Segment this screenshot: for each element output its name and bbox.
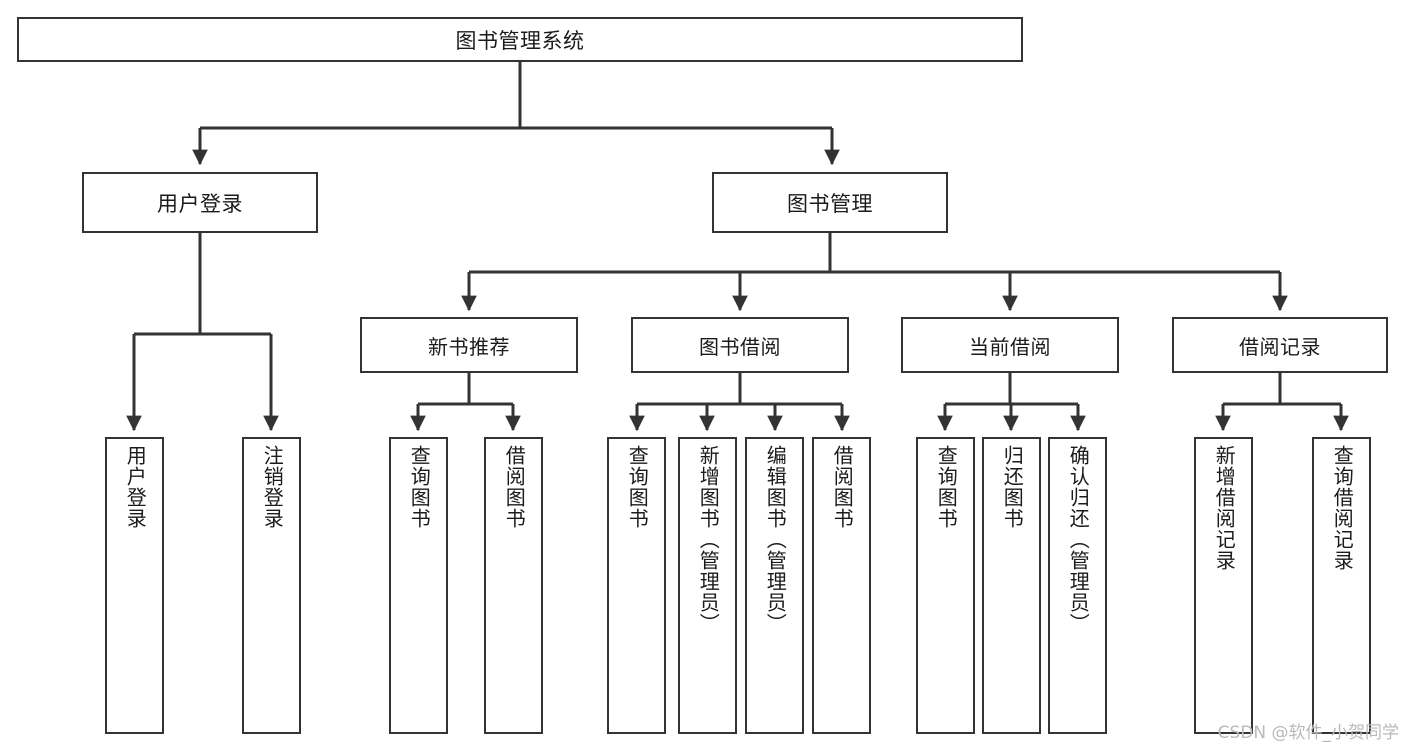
leaf-book-borrow-edit[interactable]: 编辑图书（管理员） [745, 437, 804, 734]
node-book-management[interactable]: 图书管理 [712, 172, 948, 233]
node-label: 编辑图书（管理员） [763, 445, 788, 634]
node-label: 新增借阅记录 [1212, 445, 1237, 571]
node-label: 当前借阅 [969, 334, 1051, 359]
node-label: 借阅图书 [830, 445, 855, 529]
leaf-user-login-login[interactable]: 用户登录 [105, 437, 164, 734]
leaf-book-borrow-add[interactable]: 新增图书（管理员） [678, 437, 737, 734]
node-label: 借阅图书 [502, 445, 527, 529]
node-label: 归还图书 [1000, 445, 1025, 529]
leaf-book-borrow-query[interactable]: 查询图书 [607, 437, 666, 734]
leaf-current-borrow-return[interactable]: 归还图书 [982, 437, 1041, 734]
node-label: 新增图书（管理员） [696, 445, 721, 634]
leaf-borrow-record-add[interactable]: 新增借阅记录 [1194, 437, 1253, 734]
node-root[interactable]: 图书管理系统 [17, 17, 1023, 62]
node-label: 图书借阅 [699, 334, 781, 359]
node-label: 用户登录 [123, 445, 148, 529]
node-label: 查询图书 [934, 445, 959, 529]
leaf-new-book-borrow[interactable]: 借阅图书 [484, 437, 543, 734]
node-label: 图书管理系统 [455, 28, 585, 53]
leaf-borrow-record-query[interactable]: 查询借阅记录 [1312, 437, 1371, 734]
node-book-borrow[interactable]: 图书借阅 [631, 317, 849, 373]
node-label: 确认归还（管理员） [1066, 445, 1091, 634]
leaf-user-login-logout[interactable]: 注销登录 [242, 437, 301, 734]
leaf-book-borrow-borrow[interactable]: 借阅图书 [812, 437, 871, 734]
node-label: 注销登录 [260, 445, 285, 529]
node-user-login[interactable]: 用户登录 [82, 172, 318, 233]
node-label: 图书管理 [787, 191, 873, 216]
node-label: 查询图书 [625, 445, 650, 529]
node-label: 查询借阅记录 [1330, 445, 1355, 571]
node-new-book-recommend[interactable]: 新书推荐 [360, 317, 578, 373]
leaf-new-book-query[interactable]: 查询图书 [389, 437, 448, 734]
node-current-borrow[interactable]: 当前借阅 [901, 317, 1119, 373]
node-label: 借阅记录 [1239, 334, 1321, 359]
node-label: 查询图书 [407, 445, 432, 529]
leaf-current-borrow-query[interactable]: 查询图书 [916, 437, 975, 734]
node-label: 新书推荐 [428, 334, 510, 359]
node-label: 用户登录 [157, 191, 243, 216]
leaf-current-borrow-confirm-return[interactable]: 确认归还（管理员） [1048, 437, 1107, 734]
node-borrow-record[interactable]: 借阅记录 [1172, 317, 1388, 373]
